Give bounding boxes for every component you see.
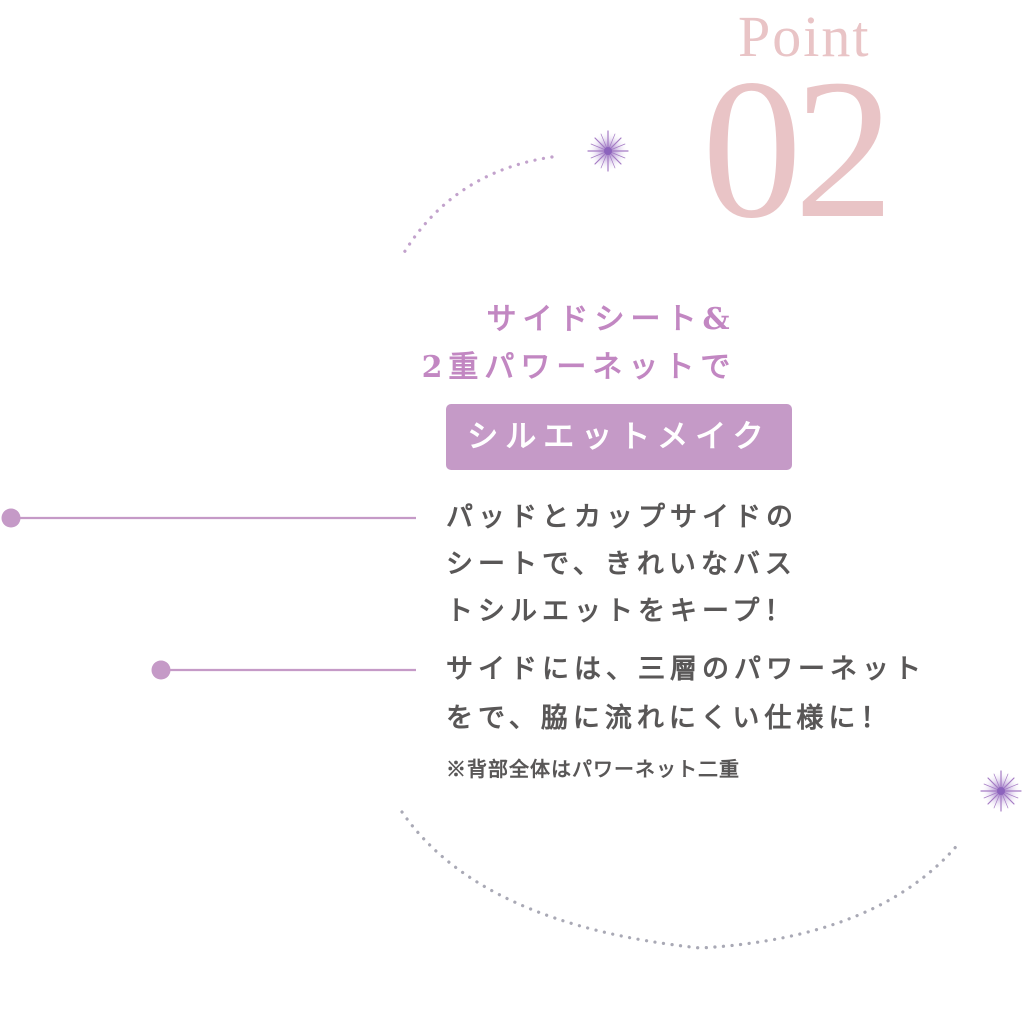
sparkle-icon <box>587 130 629 172</box>
point-label: Point <box>738 4 871 69</box>
headline-line-1: サイドシート& <box>486 302 736 337</box>
point-number: 02 <box>702 39 894 260</box>
top-dotted-arc <box>400 155 554 258</box>
sparkle-icon <box>980 770 1022 812</box>
silhouette-badge: シルエットメイク <box>446 404 792 470</box>
feature-1-line-1: パッドとカップサイドの <box>446 502 798 533</box>
dot-bullet-icon <box>151 660 171 680</box>
dot-bullet-icon <box>1 508 21 528</box>
feature-2-line-1: サイドには、三層のパワーネット <box>446 654 926 685</box>
feature-2-line-2: をで、脇に流れにくい仕様に！ <box>446 703 893 734</box>
bottom-dotted-arc <box>400 810 962 950</box>
feature-2-note: ※背部全体はパワーネット二重 <box>446 757 740 781</box>
feature-1-line-2: シートで、きれいなバス <box>446 549 797 580</box>
feature-1-line-3: トシルエットをキープ！ <box>446 596 797 627</box>
headline-line-2: 2重パワーネットで <box>421 350 737 385</box>
